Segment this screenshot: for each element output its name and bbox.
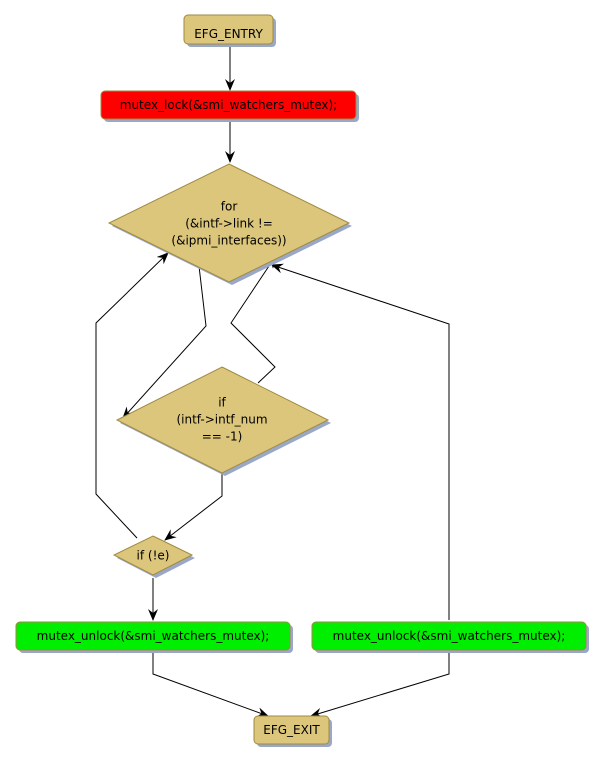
node-for-line-1: for [221, 200, 238, 214]
edge-ife-to-for [95, 252, 169, 539]
node-entry-label: EFG_ENTRY [194, 27, 263, 41]
edge-for-to-unlock-right [271, 263, 450, 620]
node-if-e-label: if (!e) [137, 549, 170, 563]
node-if-num-line-3: == -1) [202, 430, 243, 444]
node-unlock-right[interactable]: mutex_unlock(&smi_watchers_mutex); [311, 621, 589, 653]
edge-ifnum-to-for [230, 256, 276, 384]
edge-ifnum-to-ife [164, 472, 223, 541]
node-if-num-line-2: (intf->intf_num [176, 413, 267, 427]
node-if-e[interactable]: if (!e) [112, 535, 195, 578]
node-unlock-left[interactable]: mutex_unlock(&smi_watchers_mutex); [15, 621, 293, 653]
node-for-loop[interactable]: for (&intf->link != (&ipmi_interfaces)) [107, 163, 352, 285]
edges [95, 47, 450, 718]
edge-for-to-ifnum [122, 265, 207, 419]
node-entry[interactable]: EFG_ENTRY [183, 14, 276, 47]
node-unlock-right-label: mutex_unlock(&smi_watchers_mutex); [333, 629, 566, 643]
node-if-num-line-1: if [218, 396, 226, 410]
node-unlock-left-label: mutex_unlock(&smi_watchers_mutex); [37, 629, 270, 643]
node-exit-label: EFG_EXIT [263, 723, 320, 737]
node-exit[interactable]: EFG_EXIT [253, 715, 332, 747]
node-for-line-2: (&intf->link != [185, 217, 273, 231]
node-for-line-3: (&ipmi_interfaces)) [171, 234, 286, 248]
node-if-num[interactable]: if (intf->intf_num == -1) [115, 366, 331, 476]
node-lock-label: mutex_lock(&smi_watchers_mutex); [120, 98, 337, 112]
node-lock[interactable]: mutex_lock(&smi_watchers_mutex); [100, 90, 359, 122]
edge-unlock-right-to-exit [310, 650, 450, 718]
edge-unlock-left-to-exit [152, 650, 269, 717]
